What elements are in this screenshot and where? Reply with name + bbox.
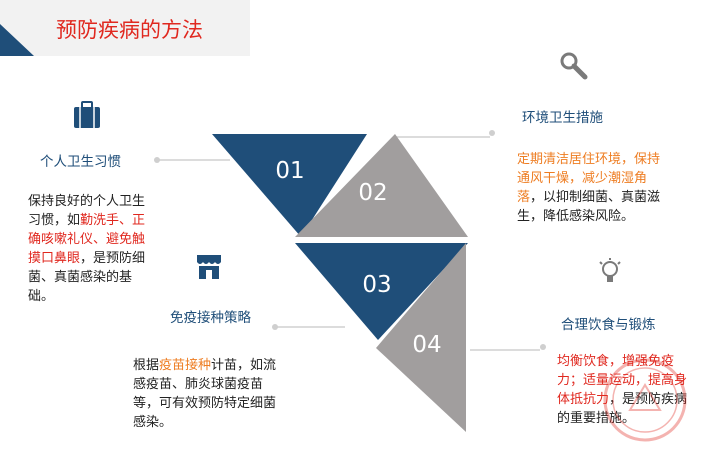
step-03-text-highlight: 疫苗接种 <box>159 358 212 373</box>
connector-dot-04 <box>540 344 546 350</box>
step-04-text-highlight: 均衡饮食，增强免疫力；适量运动，提高身体抵抗力 <box>557 354 688 407</box>
step-02-text: 定期清洁居住环境，保持通风干燥，减少潮湿角落，以抑制细菌、真菌滋生，降低感染风险… <box>517 150 667 226</box>
corner-decoration <box>0 24 34 56</box>
step-01-shape <box>212 134 367 237</box>
header-bar <box>0 0 250 56</box>
step-03-text: 根据疫苗接种计苗，如流感疫苗、肺炎球菌疫苗等，可有效预防特定细菌感染。 <box>133 356 278 432</box>
step-04-number: 04 <box>412 332 441 358</box>
step-02-shape <box>295 134 468 237</box>
step-01-heading: 个人卫生习惯 <box>40 154 121 170</box>
step-03-number: 03 <box>362 272 391 298</box>
step-01-text-part: 保持良好的个人卫生习惯，如 <box>28 194 146 228</box>
connector-dot-03 <box>272 324 278 330</box>
step-02-heading: 环境卫生措施 <box>522 110 603 126</box>
step-04-text-part: ，是预防疾病的重要措施。 <box>557 392 688 426</box>
step-01-text: 保持良好的个人卫生习惯，如勤洗手、正确咳嗽礼仪、避免触摸口鼻眼，是预防细菌、真菌… <box>28 192 156 306</box>
step-02-text-highlight: 定期清洁居住环境，保持通风干燥，减少潮湿角落 <box>517 152 661 205</box>
step-04-text: 均衡饮食，增强免疫力；适量运动，提高身体抵抗力，是预防疾病的重要措施。 <box>557 352 699 428</box>
briefcase-icon <box>74 101 100 128</box>
step-02-text-part: ，以抑制细菌、真菌滋生，降低感染风险。 <box>517 190 661 224</box>
connector-dot-01 <box>154 157 160 163</box>
step-01-text-highlight: 勤洗手、正确咳嗽礼仪、避免触摸口鼻眼 <box>28 213 146 266</box>
seal-decoration <box>603 358 687 442</box>
storefront-icon <box>197 255 221 279</box>
magnifier-icon <box>560 52 588 80</box>
step-02-number: 02 <box>358 180 387 206</box>
step-04-heading: 合理饮食与锻炼 <box>561 317 656 333</box>
connector-dot-02 <box>489 130 495 136</box>
step-01-text-part: ，是预防细菌、真菌感染的基础。 <box>28 251 146 304</box>
step-03-heading: 免疫接种策略 <box>170 310 251 326</box>
page-title: 预防疾病的方法 <box>56 18 203 42</box>
step-03-shape <box>295 243 468 340</box>
step-03-text-part: 根据 <box>133 358 160 373</box>
step-03-text-part: 计苗，如流感疫苗、肺炎球菌疫苗等，可有效预防特定细菌感染。 <box>133 358 277 430</box>
step-01-number: 01 <box>275 158 304 184</box>
lightbulb-icon <box>599 258 621 282</box>
step-04-shape <box>376 243 466 432</box>
